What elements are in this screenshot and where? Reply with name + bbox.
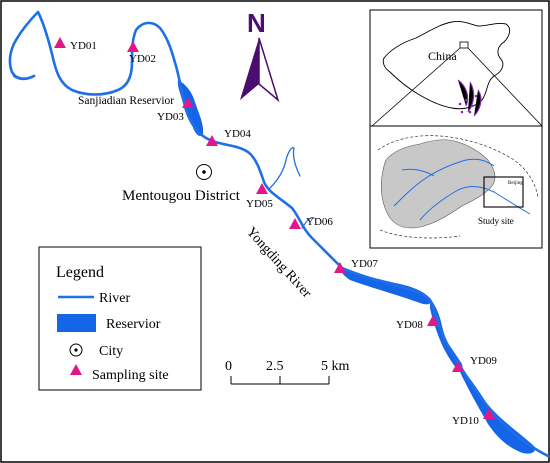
site-label-yd04: YD04 [224, 128, 251, 140]
legend-item-city: City [99, 344, 123, 359]
north-label: N [247, 8, 266, 38]
site-label-yd05: YD05 [246, 198, 273, 210]
study-area-highlight-box [459, 41, 469, 49]
scale-bar: 0 2.5 5 km [225, 359, 350, 385]
district-label: Mentougou District [122, 188, 241, 204]
reservoir-body-lower-3 [459, 366, 536, 454]
city-marker [196, 164, 212, 180]
tributary-north [269, 146, 301, 189]
study-site-box [483, 176, 524, 208]
scale-tick-end: 5 km [321, 359, 350, 374]
site-marker-yd02 [127, 41, 139, 52]
inset-maps: China Beijing Study site [369, 9, 543, 249]
river-upper-left-branch [12, 74, 36, 81]
sanjiadian-reservoir-body [177, 80, 204, 137]
country-label: China [428, 49, 457, 63]
legend-item-sampling-site: Sampling site [92, 368, 169, 383]
china-basin-dots [458, 94, 478, 114]
site-marker-yd03 [182, 97, 194, 108]
site-marker-yd06 [289, 218, 301, 229]
site-marker-yd10 [483, 408, 495, 419]
scale-tick-0: 0 [225, 359, 232, 374]
legend-title: Legend [56, 264, 104, 281]
site-marker-yd05 [256, 183, 268, 194]
site-label-yd09: YD09 [470, 355, 497, 367]
tributary-lower [301, 217, 315, 229]
site-marker-yd01 [54, 37, 66, 48]
basin-gray-area [380, 139, 496, 229]
site-marker-yd08 [427, 315, 439, 326]
sampling-sites: YD01 YD02 YD03 YD04 YD05 YD06 YD07 YD08 … [54, 37, 497, 427]
legend-city-dot [74, 348, 78, 352]
site-label-yd02: YD02 [129, 53, 156, 65]
zoom-line-left [371, 47, 461, 127]
legend-reservoir-symbol [57, 314, 96, 332]
north-arrow-right [258, 37, 280, 103]
study-site-label: Study site [478, 216, 514, 226]
river-lines [8, 10, 550, 458]
north-arrow: N [240, 8, 280, 103]
site-label-yd03: YD03 [157, 111, 184, 123]
legend-site-symbol [70, 364, 82, 375]
china-basin-highlight [457, 79, 482, 117]
site-label-yd10: YD10 [452, 415, 479, 427]
legend-item-river: River [99, 291, 130, 306]
scale-tick-mid: 2.5 [266, 359, 284, 374]
site-label-yd01: YD01 [70, 40, 97, 52]
site-marker-yd07 [334, 262, 346, 273]
beijing-label: Beijing [508, 181, 523, 186]
china-outline [382, 21, 511, 110]
site-label-yd06: YD06 [306, 216, 333, 228]
site-label-yd07: YD07 [351, 258, 378, 270]
inset-rivers [393, 158, 531, 221]
zoom-line-right [467, 47, 543, 127]
legend-item-reservoir: Reservior [106, 317, 161, 332]
site-marker-yd09 [452, 361, 464, 372]
north-arrow-left [240, 38, 259, 100]
reservoir-body-lower-2 [430, 298, 463, 371]
site-marker-yd04 [206, 135, 218, 146]
legend: Legend River Reservior City Sampling sit… [38, 246, 202, 391]
reservoir-label: Sanjiadian Reservior [78, 95, 174, 107]
site-label-yd08: YD08 [396, 319, 423, 331]
inset-dashed-border [377, 135, 539, 239]
